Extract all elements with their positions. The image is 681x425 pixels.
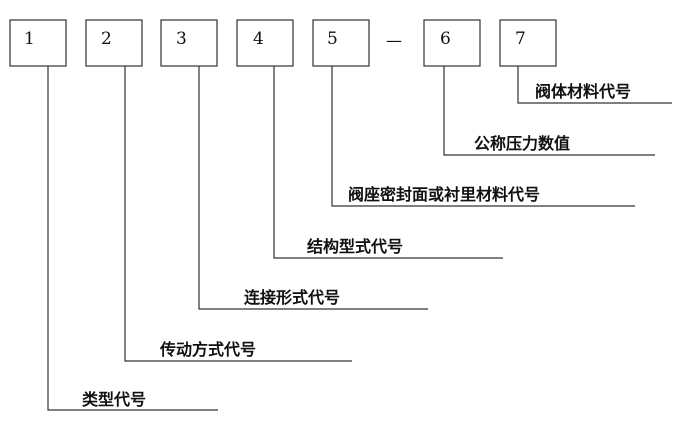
code-box-7: 7 [499,19,557,67]
leader-line-6 [443,66,655,156]
leader-line-3 [198,66,428,310]
label-nominal-pressure: 公称压力数值 [474,134,570,153]
code-box-3-label: 3 [176,29,187,49]
code-box-1-label: 1 [24,29,35,49]
code-box-6: 6 [423,19,481,67]
code-box-2: 2 [85,19,143,67]
leader-line-2 [124,66,352,362]
leader-line-4 [273,66,503,259]
code-box-6-label: 6 [440,29,451,49]
code-box-1: 1 [9,19,67,67]
separator-dash: — [386,31,402,50]
label-type-code: 类型代号 [82,390,146,409]
code-box-4-label: 4 [253,29,264,49]
code-box-3: 3 [160,19,218,67]
leader-line-5 [331,66,635,207]
code-box-5-label: 5 [327,29,338,49]
label-structure-type-code: 结构型式代号 [306,237,403,256]
label-connection-type-code: 连接形式代号 [244,288,340,307]
label-drive-mode-code: 传动方式代号 [159,340,256,359]
code-box-5: 5 [312,19,370,67]
code-box-2-label: 2 [101,29,112,49]
code-box-7-label: 7 [515,29,526,49]
leader-line-7 [517,66,672,104]
label-body-material-code: 阀体材料代号 [535,82,631,101]
label-seat-material-code: 阀座密封面或衬里材料代号 [348,185,540,204]
code-box-4: 4 [236,19,294,67]
leader-line-1 [47,66,218,411]
